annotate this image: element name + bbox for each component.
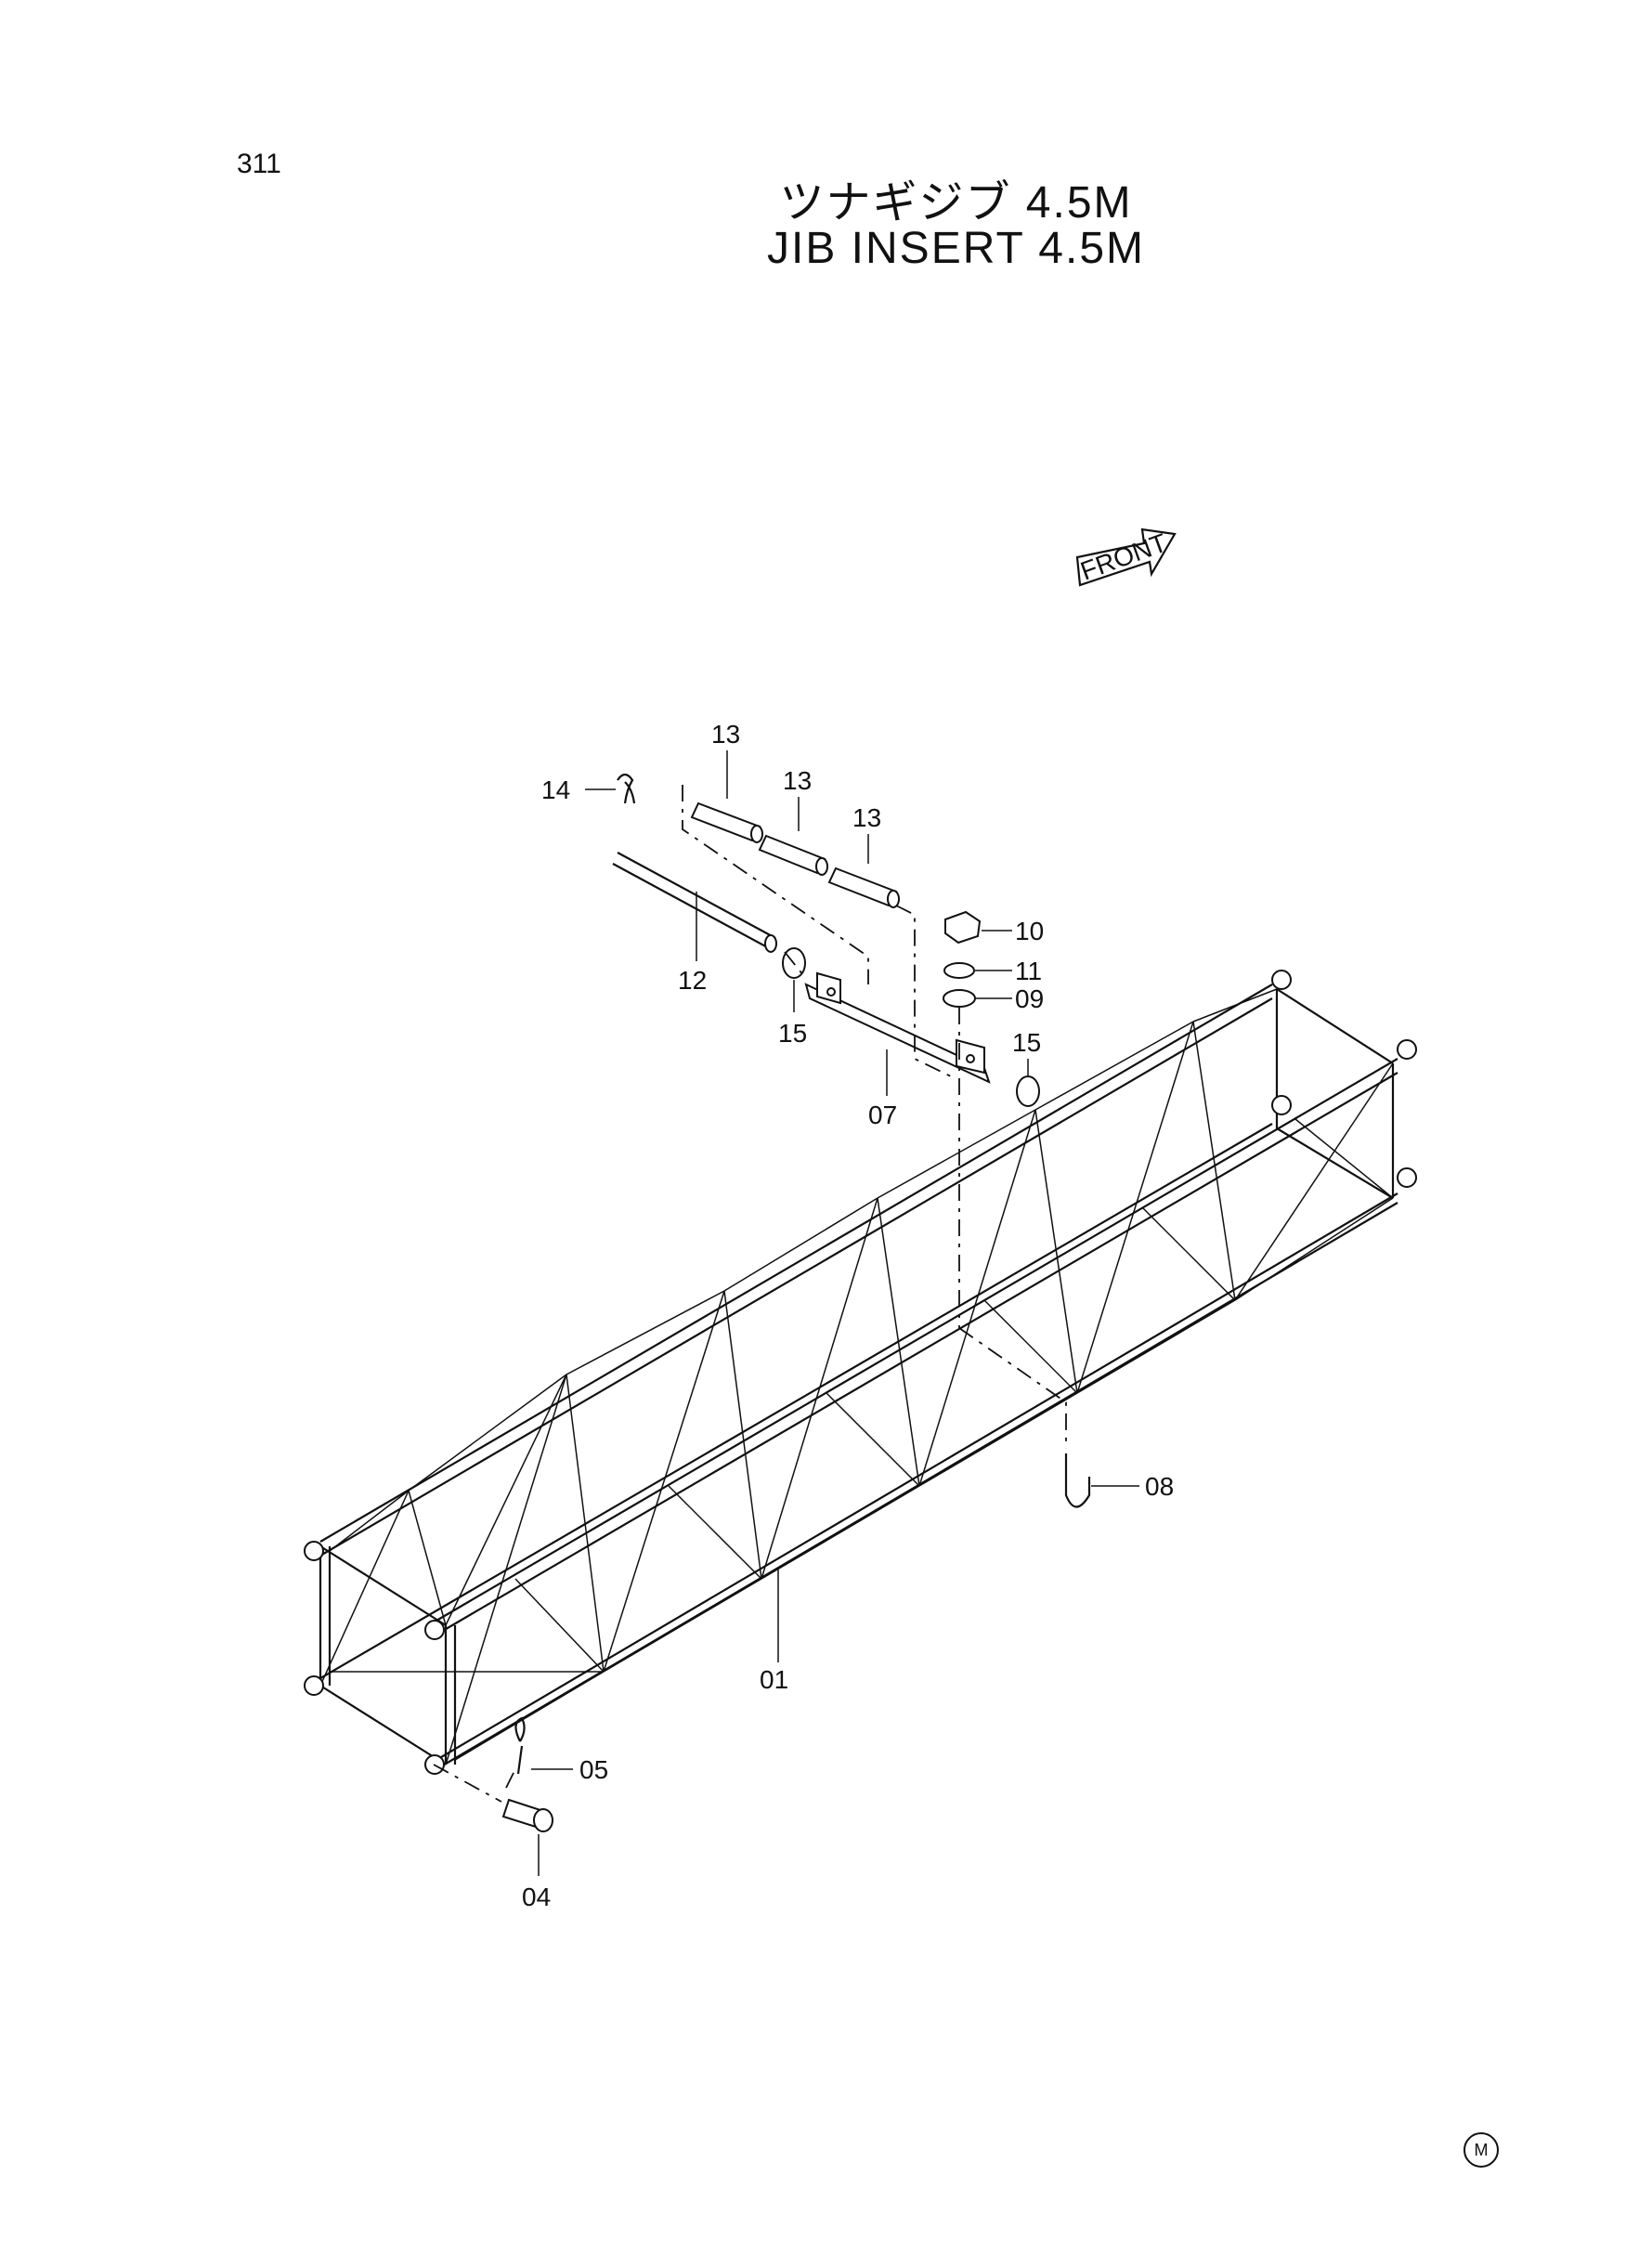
title-english: JIB INSERT 4.5M	[766, 224, 1145, 273]
sleeve-13-b	[758, 834, 828, 876]
callout-14: 14	[541, 775, 570, 804]
sleeve-13-c	[827, 866, 900, 908]
m-marker: M	[1463, 2132, 1499, 2168]
callout-15-a: 15	[778, 1019, 807, 1048]
pin-clip-05	[514, 1716, 526, 1775]
leader-lines	[531, 750, 1139, 1876]
callout-10: 10	[1015, 917, 1044, 945]
bracket-plate-07	[804, 971, 991, 1084]
spring-washer-11	[943, 962, 975, 979]
split-pin-14	[617, 773, 636, 804]
callout-04: 04	[522, 1883, 551, 1911]
callout-09: 09	[1015, 984, 1044, 1013]
callout-05: 05	[579, 1755, 608, 1784]
callout-01: 01	[760, 1665, 788, 1694]
nut-10	[944, 910, 982, 945]
callout-08: 08	[1145, 1472, 1174, 1501]
callout-12: 12	[678, 966, 707, 995]
callout-11: 11	[1015, 957, 1042, 985]
alignment-lines	[433, 785, 1067, 1803]
callout-15-b: 15	[1012, 1028, 1041, 1057]
u-bolt-08	[1064, 1453, 1091, 1508]
callout-13-a: 13	[711, 720, 740, 749]
washer-15-b	[1016, 1075, 1040, 1107]
callout-13-b: 13	[783, 766, 812, 795]
jib-lattice-frame	[304, 970, 1417, 1775]
front-arrow-label: FRONT	[1076, 528, 1170, 586]
connecting-pin-04	[501, 1798, 553, 1832]
title-japanese: ツナギジブ 4.5M	[779, 178, 1133, 228]
front-arrow-icon: FRONT	[1075, 528, 1177, 587]
callout-07: 07	[868, 1101, 897, 1129]
long-pin-12	[612, 852, 777, 953]
sleeve-13-a	[690, 801, 763, 843]
page-number: 311	[237, 149, 281, 179]
washer-09	[943, 989, 976, 1008]
callout-13-c: 13	[852, 803, 881, 832]
